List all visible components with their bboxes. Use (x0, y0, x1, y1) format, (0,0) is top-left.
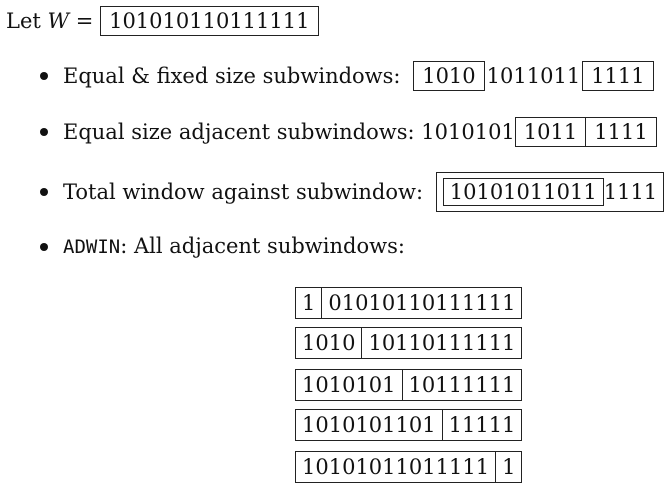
equals-sign: = (75, 9, 94, 33)
adwin-split-row: 10101011011111 1 (295, 451, 523, 483)
adwin-split-row: 1010101101 11111 (295, 409, 523, 441)
let-text: Let (6, 9, 41, 33)
adwin-split-row: 1010 10110111111 (295, 327, 523, 359)
bullet-label: Total window against subwindow: (63, 180, 424, 204)
window-sequence-box: 101010110111111 (100, 6, 319, 36)
split-right: 01010110111111 (321, 288, 521, 318)
subwindow-inner-box: 10101011011 (442, 178, 604, 206)
trailing-bits: 1111 (603, 180, 658, 204)
bullet-label: Equal size adjacent subwindows: (63, 120, 415, 144)
split-left: 10101011011111 (302, 455, 490, 479)
bullet-label: Equal & fixed size subwindows: (63, 64, 401, 88)
split-right: 11111 (441, 410, 522, 440)
first-subwindow-box: 1010 (413, 61, 485, 91)
bullet-dot (40, 72, 48, 80)
bullet-adwin: ADWIN: All adjacent subwindows: (63, 232, 405, 261)
bullet-total-window: Total window against subwindow: 10101011… (63, 168, 664, 216)
prefix-bits: 1010101 (421, 120, 515, 144)
adwin-code: ADWIN (63, 236, 121, 258)
split-right: 1 (495, 452, 521, 482)
adwin-split-row: 1010101 10111111 (295, 369, 523, 401)
header-line: Let W = 101010110111111 (6, 6, 319, 36)
split-right: 10111111 (401, 370, 522, 400)
split-left: 1010 (302, 331, 356, 355)
middle-bits: 1011011 (486, 64, 581, 88)
split-right: 10110111111 (361, 328, 521, 358)
adwin-split-row: 1 01010110111111 (295, 287, 523, 319)
split-left: 1 (302, 291, 316, 315)
split-left: 1010101101 (302, 413, 436, 437)
bullet-label: : All adjacent subwindows: (120, 234, 405, 258)
subwindow-b-box: 1111 (586, 117, 657, 147)
split-left: 1010101 (302, 373, 396, 397)
variable-w: W (47, 9, 70, 33)
last-subwindow-box: 1111 (582, 61, 654, 91)
bullet-dot (40, 128, 48, 136)
subwindow-a-box: 1011 (514, 117, 587, 147)
bullet-dot (40, 243, 48, 251)
bullet-dot (40, 188, 48, 196)
